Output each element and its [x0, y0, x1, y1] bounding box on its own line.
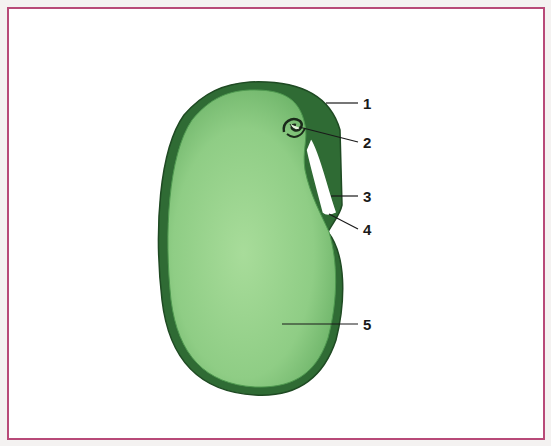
leader-line [331, 195, 358, 196]
leader-line [299, 127, 358, 142]
frame [8, 8, 544, 439]
radicle [306, 138, 337, 216]
callout-number: 2 [363, 135, 371, 150]
callout-number: 1 [363, 96, 371, 111]
callout-number: 5 [363, 317, 371, 332]
seed-coat [158, 82, 342, 395]
callout-number: 4 [363, 222, 371, 237]
leader-lines [282, 103, 358, 324]
cotyledon [168, 90, 336, 387]
callout-number: 3 [363, 189, 371, 204]
leader-line [326, 102, 358, 103]
leader-line [282, 323, 358, 324]
leader-line [329, 214, 358, 229]
